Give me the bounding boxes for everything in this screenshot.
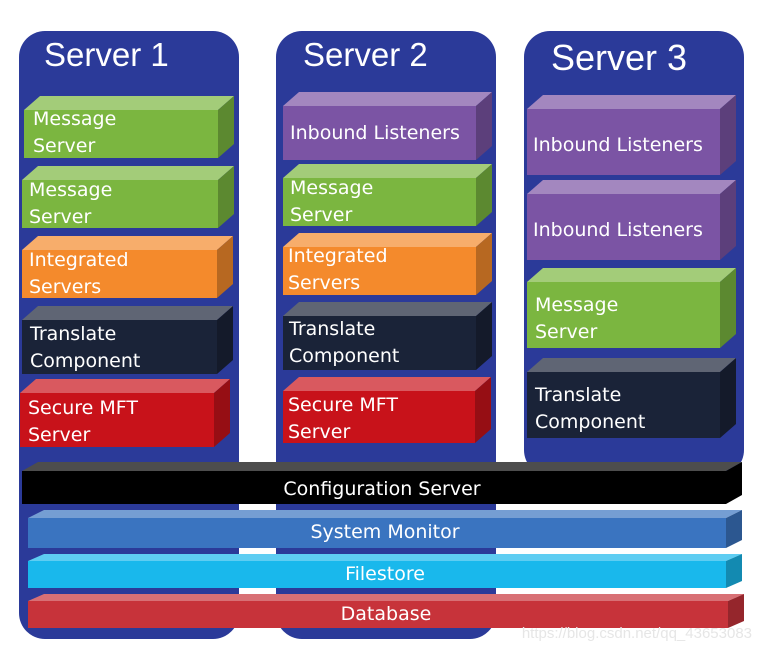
block-shape — [527, 95, 736, 175]
server-3-title: Server 3 — [551, 37, 688, 78]
block-label: Inbound Listeners — [533, 219, 703, 241]
layer-shape — [28, 510, 742, 548]
block-label: Message Server — [535, 294, 619, 343]
block-shape — [283, 302, 492, 370]
watermark: https://blog.csdn.net/qq_43653083 — [521, 625, 752, 642]
block-label: Translate Component — [30, 323, 141, 372]
server-2-inbound-listeners-block: Inbound Listeners — [283, 92, 492, 160]
block-label: Translate Component — [535, 384, 646, 433]
filestore-layer: Filestore — [28, 554, 742, 588]
server-3-translate-component-block: Translate Component — [527, 358, 736, 438]
block-label: Message Server — [29, 179, 113, 228]
server-2-message-server-block: Message Server — [283, 164, 492, 226]
server-2-secure-mft-block: Secure MFT Server — [283, 377, 491, 443]
block-shape — [527, 268, 736, 348]
layer-label: Configuration Server — [283, 478, 481, 500]
layer-shape — [28, 554, 742, 588]
server-2-title: Server 2 — [303, 36, 428, 73]
server-3-inbound-listeners-block: Inbound Listeners — [527, 95, 736, 175]
block-label: Translate Component — [289, 318, 400, 367]
server-2-integrated-servers-block: Integrated Servers — [283, 233, 492, 295]
configuration-server-layer: Configuration Server — [22, 462, 742, 504]
server-3-message-server-block: Message Server — [527, 268, 736, 348]
server-2-translate-component-block: Translate Component — [283, 302, 492, 370]
block-label: Secure MFT Server — [28, 397, 138, 446]
block-shape — [283, 164, 492, 226]
server-3-inbound-listeners-block: Inbound Listeners — [527, 180, 736, 260]
block-shape — [527, 358, 736, 438]
block-shape — [527, 180, 736, 260]
system-monitor-layer: System Monitor — [28, 510, 742, 548]
layer-label: Database — [340, 603, 432, 625]
layer-shape — [28, 594, 744, 628]
block-label: Inbound Listeners — [290, 122, 460, 144]
block-shape — [20, 379, 230, 447]
block-shape — [283, 377, 491, 443]
server-1-integrated-servers-block: Integrated Servers — [22, 236, 233, 298]
server-1-translate-component-block: Translate Component — [22, 306, 233, 374]
block-shape — [22, 306, 233, 374]
server-1-message-server-block: Message Server — [24, 96, 234, 158]
block-label: Integrated Servers — [288, 245, 388, 294]
server-1-title: Server 1 — [44, 36, 169, 73]
block-shape — [22, 236, 233, 298]
block-label: Integrated Servers — [29, 249, 129, 298]
layer-label: Filestore — [345, 563, 425, 585]
block-shape — [22, 166, 234, 228]
block-label: Inbound Listeners — [533, 134, 703, 156]
database-layer: Database — [28, 594, 744, 628]
block-shape — [24, 96, 234, 158]
layer-shape — [22, 462, 742, 504]
block-shape — [283, 233, 492, 295]
block-label: Message Server — [290, 177, 374, 226]
block-label: Message Server — [33, 108, 117, 157]
block-label: Secure MFT Server — [288, 394, 398, 443]
block-shape — [283, 92, 492, 160]
server-1-secure-mft-block: Secure MFT Server — [20, 379, 230, 447]
layer-label: System Monitor — [310, 521, 460, 543]
server-1-message-server-block: Message Server — [22, 166, 234, 228]
